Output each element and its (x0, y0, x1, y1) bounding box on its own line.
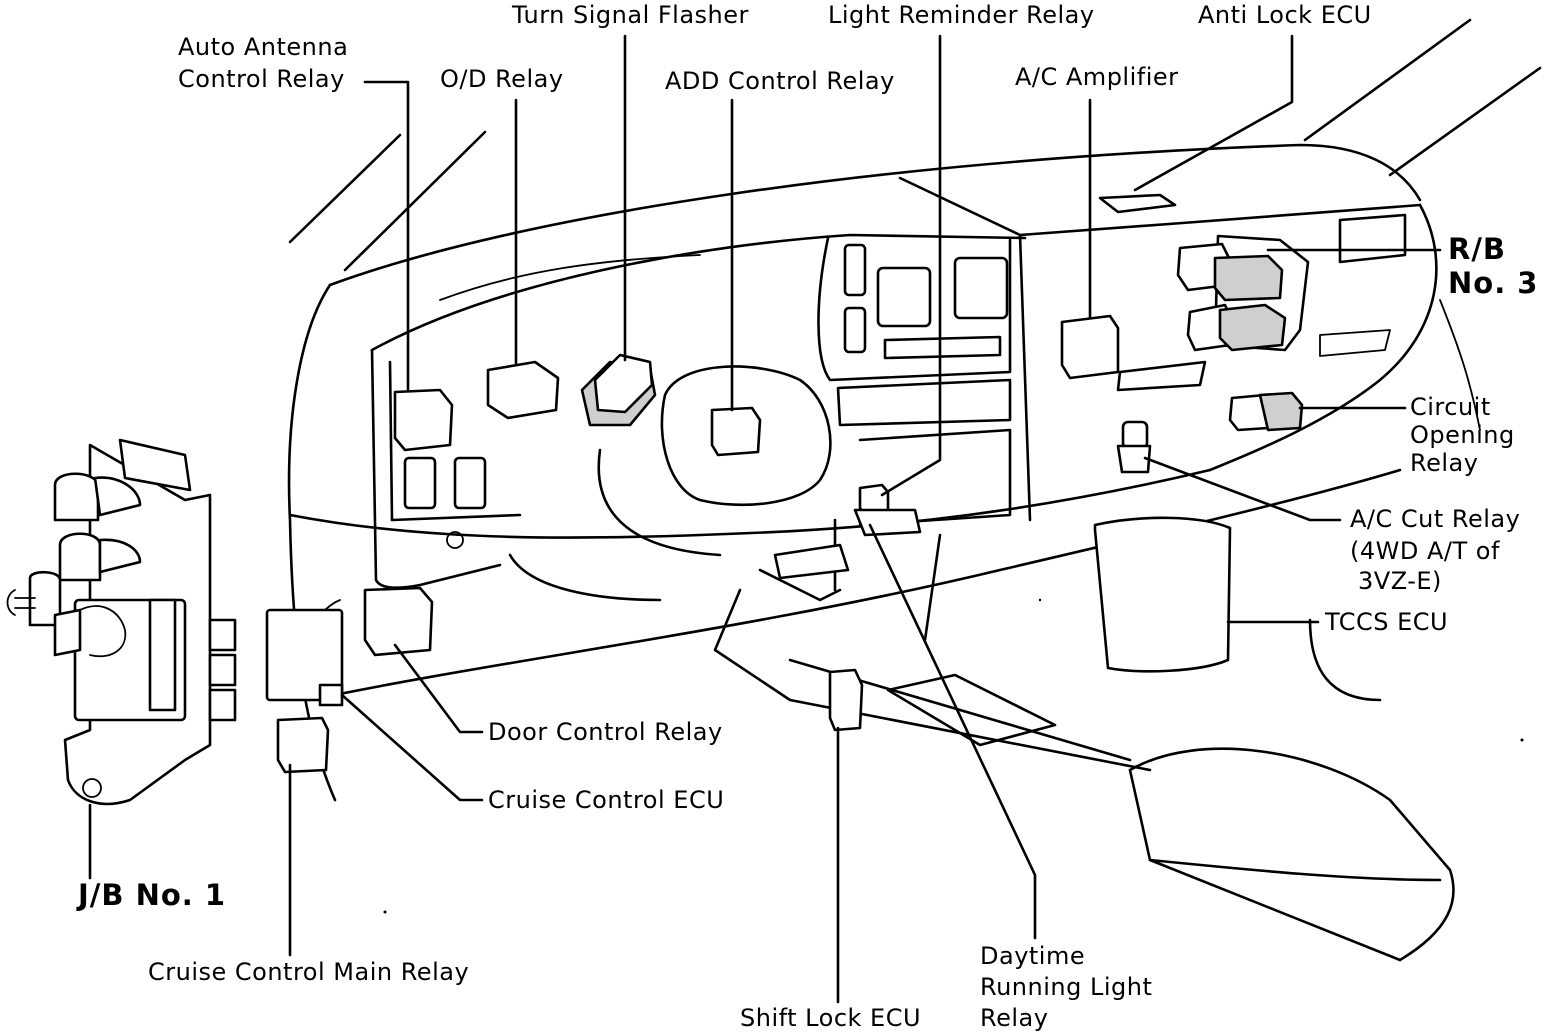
label-circuit-opening-line3: Relay (1410, 449, 1479, 477)
label-ac-cut-line1: A/C Cut Relay (1350, 505, 1521, 533)
label-drl-line2: Running Light (980, 973, 1153, 1001)
label-shift-lock-ecu: Shift Lock ECU (740, 1004, 922, 1032)
label-auto-antenna-line1: Auto Antenna (178, 33, 349, 61)
label-anti-lock-ecu: Anti Lock ECU (1198, 1, 1372, 29)
label-od-relay: O/D Relay (440, 65, 564, 93)
label-tccs-ecu: TCCS ECU (1325, 608, 1449, 636)
jb-no1-assembly (6, 438, 237, 806)
label-light-reminder-relay: Light Reminder Relay (828, 1, 1095, 29)
scan-specks (383, 598, 1524, 914)
label-turn-signal-flasher: Turn Signal Flasher (512, 1, 749, 29)
label-ac-cut-line3: 3VZ-E) (1358, 567, 1442, 595)
label-cruise-control-ecu: Cruise Control ECU (488, 786, 725, 814)
component-parts (265, 193, 1310, 774)
label-drl-line3: Relay (980, 1004, 1049, 1032)
label-door-control-relay: Door Control Relay (488, 718, 723, 746)
leader-lines (88, 34, 1442, 1004)
label-add-control-relay: ADD Control Relay (665, 67, 895, 95)
label-cruise-control-main-relay: Cruise Control Main Relay (148, 958, 470, 986)
label-jb-no1: J/B No. 1 (78, 878, 227, 912)
label-circuit-opening-line2: Opening (1410, 421, 1515, 449)
label-auto-antenna-line2: Control Relay (178, 65, 345, 93)
label-drl-line1: Daytime (980, 942, 1086, 970)
label-circuit-opening-line1: Circuit (1410, 393, 1491, 421)
label-ac-amplifier: A/C Amplifier (1015, 63, 1179, 91)
label-rb-no3-line2: No. 3 (1448, 266, 1539, 300)
label-rb-no3-line1: R/B (1448, 232, 1507, 266)
label-ac-cut-line2: (4WD A/T of (1350, 537, 1500, 565)
windshield-lines (288, 18, 1542, 272)
